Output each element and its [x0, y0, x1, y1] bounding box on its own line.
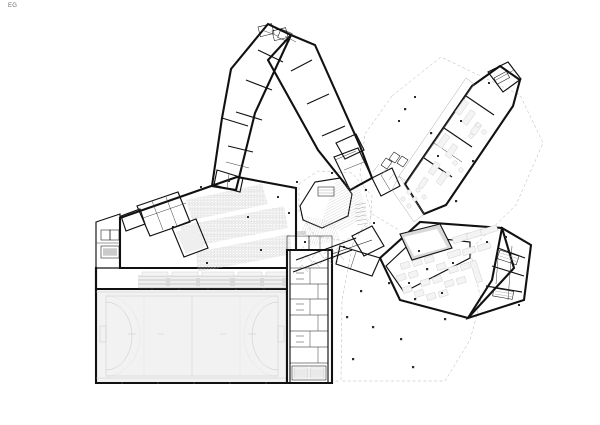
bleacher-seating: [138, 271, 289, 290]
stair-landing: [317, 186, 335, 197]
east-wing-desks: [395, 224, 499, 301]
core-partitions: [290, 267, 328, 364]
atrium-glazing-row: [295, 242, 349, 273]
east-wing: [378, 220, 516, 320]
auditorium: [94, 175, 298, 291]
east-core-partitions: [485, 245, 526, 301]
wing-b-top-rooms: [277, 28, 297, 43]
auditorium-seating-blocks: [180, 184, 292, 272]
ne-wing-annex: [391, 175, 427, 223]
hall-columns: [121, 382, 267, 384]
east-core-columns: [505, 236, 520, 306]
handball-court: [99, 295, 285, 377]
stage-and-backstage: [120, 191, 209, 258]
core-stair: [291, 365, 327, 381]
atrium-ramp-steps: [354, 202, 369, 226]
east-wing-reading-room: [399, 223, 453, 261]
hall-floor-grid: [96, 291, 287, 379]
northeast-wing: [391, 61, 522, 223]
south-link: [331, 239, 381, 277]
east-wing-columns: [408, 241, 488, 294]
central-atrium: [288, 172, 375, 248]
wing-b-partitions: [290, 59, 357, 161]
auditorium-columns: [172, 180, 279, 264]
service-core: [285, 231, 334, 385]
atrium-links: [292, 133, 409, 273]
ne-wing-columns: [398, 82, 490, 157]
floor-level-label: EG: [8, 3, 18, 9]
ne-annex-furniture: [400, 187, 427, 209]
bleacher-columns: [151, 288, 265, 290]
sports-hall: [94, 287, 289, 385]
ne-wing-furniture: [417, 99, 487, 190]
east-core-stair: [492, 249, 520, 300]
wing-a-south-rooms: [213, 169, 244, 193]
auditorium-west-rooms: [95, 213, 121, 269]
courtyard-column-grid: [346, 108, 475, 369]
ne-wing-top-rooms: [487, 61, 522, 93]
east-core: [465, 226, 533, 320]
